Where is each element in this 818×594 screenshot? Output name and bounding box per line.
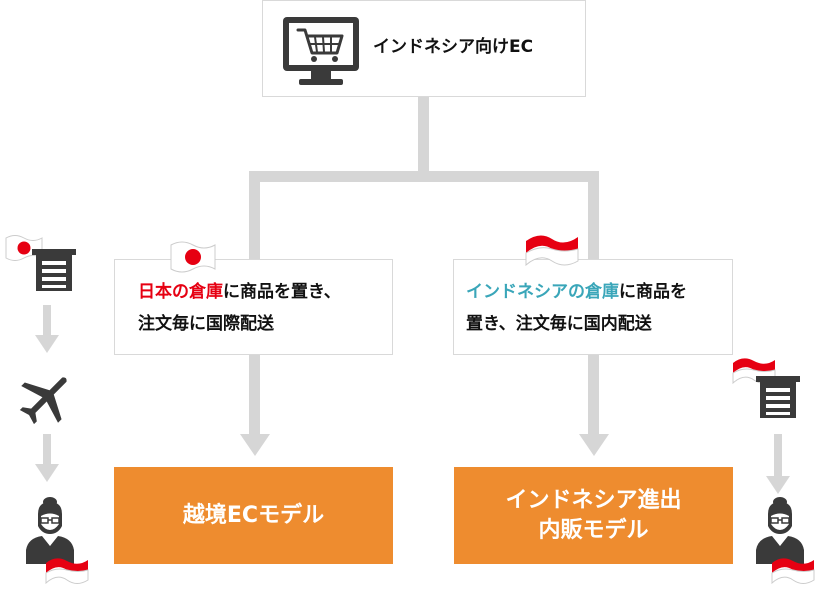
top-node-label: インドネシア向けEC — [373, 37, 534, 57]
warehouse-icon — [756, 376, 800, 418]
person-icon — [756, 497, 804, 564]
cross-border-model-label: 越境ECモデル — [182, 502, 325, 528]
japan-warehouse-highlight: 日本の倉庫 — [138, 282, 223, 302]
person-icon — [26, 497, 74, 564]
japan-warehouse-text-1: に商品を置き、 — [223, 282, 341, 302]
airplane-icon — [19, 377, 67, 425]
japan-flag-icon — [170, 241, 216, 273]
arrow-down-icon — [35, 434, 59, 482]
indonesia-warehouse-box: インドネシアの倉庫に商品を 置き、注文毎に国内配送 — [453, 259, 733, 355]
indonesia-warehouse-text-1: に商品を — [619, 282, 687, 302]
arrow-down-icon — [35, 305, 59, 353]
top-node: インドネシア向けEC — [262, 0, 586, 97]
indonesia-warehouse-text-2: 置き、注文毎に国内配送 — [466, 314, 652, 334]
japan-warehouse-box: 日本の倉庫に商品を置き、 注文毎に国際配送 — [114, 259, 393, 355]
cross-border-model-box: 越境ECモデル — [114, 467, 393, 564]
indonesia-flag-icon — [771, 558, 815, 585]
local-sales-model-box: インドネシア進出 内販モデル — [454, 467, 733, 564]
arrow-down-icon — [766, 434, 790, 494]
shopping-cart-monitor-icon — [283, 17, 359, 85]
indonesia-flag-icon — [45, 558, 89, 585]
local-sales-model-line1: インドネシア進出 — [505, 487, 682, 513]
warehouse-icon — [32, 249, 76, 291]
local-sales-model-line2: 内販モデル — [538, 517, 649, 543]
japan-warehouse-text-2: 注文毎に国際配送 — [138, 314, 274, 334]
indonesia-flag-icon — [525, 235, 579, 267]
indonesia-warehouse-highlight: インドネシアの倉庫 — [466, 282, 619, 302]
